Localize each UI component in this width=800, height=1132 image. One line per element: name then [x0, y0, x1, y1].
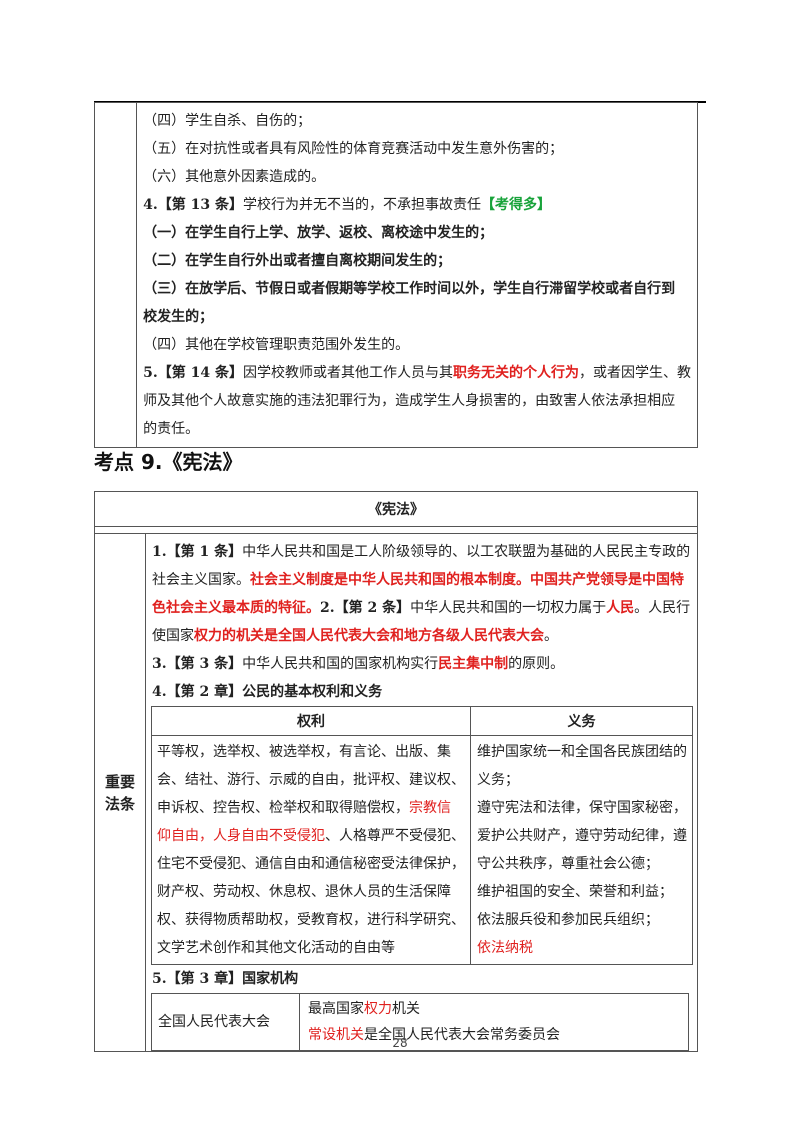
chapter-3-heading: 5.【第 3 章】国家机构	[152, 971, 299, 987]
text-line: 的责任。	[143, 421, 200, 437]
article-14-line: 5.【第 14 条】因学校教师或者其他工作人员与其职务无关的个人行为，或者因学生…	[143, 359, 691, 387]
duties-line: 维护国家统一和全国各民族团结的	[477, 744, 687, 760]
chapter-2-heading: 4.【第 2 章】公民的基本权利和义务	[152, 684, 383, 700]
npc-highlight: 常设机关	[308, 1027, 364, 1043]
rights-line: 平等权，选举权、被选举权，有言论、出版、集	[157, 744, 451, 760]
npc-name: 全国人民代表大会	[151, 993, 300, 1051]
article-14-text: ，或者因学生、教	[579, 365, 691, 381]
duties-cell: 维护国家统一和全国各民族团结的 义务； 遵守宪法和法律，保守国家秘密， 爱护公共…	[470, 735, 693, 965]
bold-line: （三）在放学后、节假日或者假期等学校工作时间以外，学生自行滞留学校或者自行到	[143, 281, 676, 297]
duties-line: 义务；	[477, 772, 519, 788]
article-14-highlight: 职务无关的个人行为	[453, 365, 579, 381]
state-organs-table: 全国人民代表大会 最高国家权力机关 常设机关是全国人民代表大会常务委员会	[151, 993, 689, 1051]
text-line: （五）在对抗性或者具有风险性的体育竞赛活动中发生意外伤害的；	[143, 141, 564, 157]
bold-line: （一）在学生自行上学、放学、返校、离校途中发生的；	[143, 225, 494, 241]
text-line: （六）其他意外因素造成的。	[143, 169, 326, 185]
article-text: 中华人民共和国的国家机构实行	[242, 656, 439, 672]
duties-line: 依法服兵役和参加民兵组织；	[477, 912, 659, 928]
duties-header: 义务	[470, 706, 693, 736]
rights-line: 会、结社、游行、示威的自由，批评权、建议权、	[157, 772, 465, 788]
article-highlight: 权力的机关是全国人民代表大会和地方各级人民代表大会	[194, 628, 544, 644]
rights-highlight: 宗教信	[409, 800, 451, 816]
article-1-line: 社会主义国家。社会主义制度是中华人民共和国的根本制度。中国共产党领导是中国特	[152, 566, 691, 594]
constitution-table: 《宪法》 重要法条 1.【第 1 条】中华人民共和国是工人阶级领导的、以工农联盟…	[94, 491, 698, 1052]
duties-line: 爱护公共财产，遵守劳动纪律，遵	[477, 828, 687, 844]
table-title: 《宪法》	[94, 491, 698, 527]
row-label: 重要法条	[94, 533, 146, 1052]
article-text: 中华人民共和国是工人阶级领导的、以工农联盟为基础的人民民主专政的	[242, 544, 691, 560]
text-line: （四）学生自杀、自伤的；	[143, 113, 312, 129]
article-text: 。人民行	[634, 600, 691, 616]
frequent-tag: 【考得多】	[481, 197, 551, 213]
article-highlight: 社会主义制度是中华人民共和国的根本制度。中国共产党领导是中国特	[250, 572, 684, 588]
article-3-line: 3.【第 3 条】中华人民共和国的国家机构实行民主集中制的原则。	[152, 650, 691, 678]
rights-text: 、人格尊严不受侵犯、	[325, 828, 465, 844]
npc-text: 最高国家	[308, 1001, 364, 1017]
article-14-text: 因学校教师或者其他工作人员与其	[243, 365, 453, 381]
empty-label-cell	[93, 102, 138, 448]
rights-line: 财产权、劳动权、休息权、退休人员的生活保障	[157, 884, 451, 900]
page-number: 28	[392, 1036, 408, 1050]
duties-line: 守公共秩序，尊重社会公德；	[477, 856, 659, 872]
article-13-text: 学校行为并无不当的，不承担事故责任	[243, 197, 481, 213]
duties-line: 维护祖国的安全、荣誉和利益；	[477, 884, 673, 900]
article-highlight: 色社会主义最本质的特征。	[152, 600, 320, 616]
article-text: 的原则。	[508, 656, 565, 672]
npc-text: 机关	[392, 1001, 420, 1017]
rights-cell: 平等权，选举权、被选举权，有言论、出版、集 会、结社、游行、示威的自由，批评权、…	[151, 735, 471, 965]
article-13-prefix: 4.【第 13 条】	[143, 197, 243, 213]
text-line: （四）其他在学校管理职责范围外发生的。	[143, 337, 410, 353]
article-text: 中华人民共和国的一切权力属于	[410, 600, 607, 616]
row-label-line: 重要	[104, 772, 135, 791]
article-text: 使国家	[152, 628, 194, 644]
npc-text: 是全国人民代表大会常务委员会	[364, 1027, 560, 1043]
rights-text: 申诉权、控告权、检举权和取得赔偿权，	[157, 800, 409, 816]
article-14-prefix: 5.【第 14 条】	[143, 365, 243, 381]
duties-highlight: 依法纳税	[477, 940, 533, 956]
article-1-line: 1.【第 1 条】中华人民共和国是工人阶级领导的、以工农联盟为基础的人民民主专政…	[152, 538, 691, 566]
section-heading: 考点 9.《宪法》	[94, 450, 243, 474]
article-highlight: 民主集中制	[438, 656, 509, 672]
article-highlight: 人民	[606, 600, 635, 616]
row-label-line: 法条	[104, 794, 135, 813]
rights-line: 权、获得物质帮助权，受教育权，进行科学研究、	[157, 912, 465, 928]
rights-line: 住宅不受侵犯、通信自由和通信秘密受法律保护，	[157, 856, 465, 872]
npc-line: 常设机关是全国人民代表大会常务委员会	[308, 1022, 680, 1048]
npc-highlight: 权力	[364, 1001, 392, 1017]
article-1-line: 色社会主义最本质的特征。2.【第 2 条】中华人民共和国的一切权力属于人民。人民…	[152, 594, 691, 622]
duties-line: 遵守宪法和法律，保守国家秘密，	[477, 800, 687, 816]
bold-line: （二）在学生自行外出或者擅自离校期间发生的；	[143, 253, 452, 269]
rights-line: 申诉权、控告权、检举权和取得赔偿权，宗教信	[157, 794, 465, 822]
article-13-line: 4.【第 13 条】学校行为并无不当的，不承担事故责任【考得多】	[143, 191, 691, 219]
rights-highlight: 仰自由，人身自由不受侵犯	[157, 828, 325, 844]
rights-duties-table: 权利 义务 平等权，选举权、被选举权，有言论、出版、集 会、结社、游行、示威的自…	[151, 706, 693, 965]
articles-cell: 1.【第 1 条】中华人民共和国是工人阶级领导的、以工农联盟为基础的人民民主专政…	[145, 533, 698, 1052]
npc-description: 最高国家权力机关 常设机关是全国人民代表大会常务委员会	[299, 993, 689, 1051]
npc-line: 最高国家权力机关	[308, 996, 680, 1022]
article-2-line: 使国家权力的机关是全国人民代表大会和地方各级人民代表大会。	[152, 622, 691, 650]
article-2-prefix: 2.【第 2 条】	[320, 600, 411, 616]
school-accident-table: （四）学生自杀、自伤的； （五）在对抗性或者具有风险性的体育竞赛活动中发生意外伤…	[93, 102, 698, 448]
rights-line: 仰自由，人身自由不受侵犯、人格尊严不受侵犯、	[157, 822, 465, 850]
article-text: 社会主义国家。	[152, 572, 250, 588]
content-cell: （四）学生自杀、自伤的； （五）在对抗性或者具有风险性的体育竞赛活动中发生意外伤…	[136, 102, 698, 448]
text-line: 师及其他个人故意实施的违法犯罪行为，造成学生人身损害的，由致害人依法承担相应	[143, 393, 676, 409]
rights-header: 权利	[151, 706, 471, 736]
rights-line: 文学艺术创作和其他文化活动的自由等	[157, 940, 395, 956]
article-1-prefix: 1.【第 1 条】	[152, 544, 243, 560]
bold-line: 校发生的；	[143, 309, 214, 325]
article-text: 。	[544, 628, 558, 644]
spacer-row	[94, 526, 698, 534]
article-3-prefix: 3.【第 3 条】	[152, 656, 243, 672]
